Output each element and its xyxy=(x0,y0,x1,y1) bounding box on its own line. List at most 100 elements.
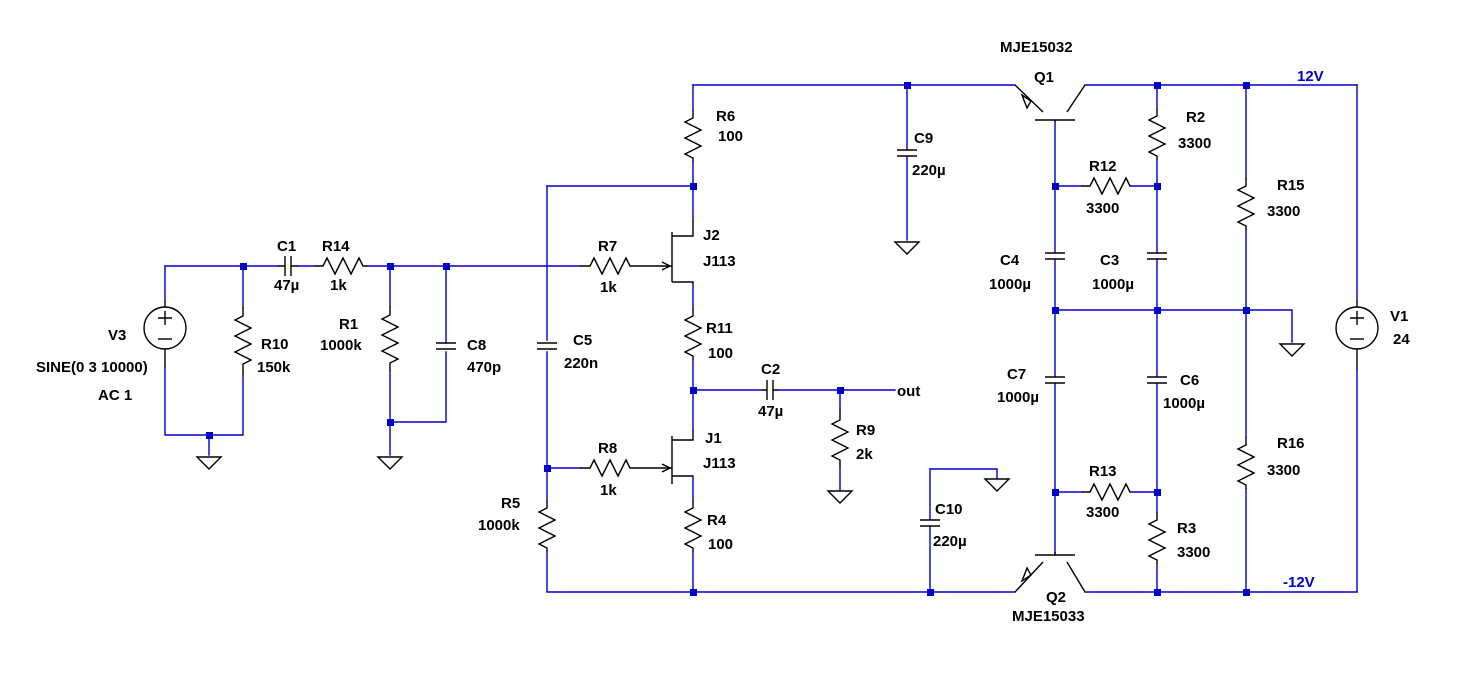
resistor-r2[interactable] xyxy=(1147,108,1167,160)
junction-dot xyxy=(206,432,213,439)
c10-value: 220µ xyxy=(933,533,967,550)
r16-value: 3300 xyxy=(1267,462,1300,479)
resistor-r12[interactable] xyxy=(1082,176,1131,196)
ground-symbol xyxy=(893,241,921,255)
junction-dot xyxy=(240,263,247,270)
r1-ref: R1 xyxy=(339,316,358,333)
r14-ref: R14 xyxy=(322,238,350,255)
r15-ref: R15 xyxy=(1277,177,1305,194)
transistor-q1[interactable] xyxy=(1014,84,1086,122)
r7-ref: R7 xyxy=(598,238,617,255)
c2-value: 47µ xyxy=(758,403,783,420)
wire xyxy=(929,468,998,479)
r9-ref: R9 xyxy=(856,422,875,439)
resistor-r3[interactable] xyxy=(1147,512,1167,564)
capacitor-c4[interactable] xyxy=(1045,252,1065,260)
r5-ref: R5 xyxy=(501,495,520,512)
resistor-r15[interactable] xyxy=(1236,178,1256,230)
junction-dot xyxy=(1154,183,1161,190)
capacitor-c8[interactable] xyxy=(436,342,456,350)
junctions xyxy=(206,82,1250,596)
r10-value: 150k xyxy=(257,359,291,376)
j2-value: J113 xyxy=(703,253,736,270)
r6-ref: R6 xyxy=(716,108,735,125)
resistor-r1[interactable] xyxy=(380,306,400,372)
jfet-j1[interactable] xyxy=(640,430,694,484)
c10-ref: C10 xyxy=(935,501,963,518)
v1-ref: V1 xyxy=(1390,308,1408,325)
r9-value: 2k xyxy=(856,446,873,463)
capacitor-c5[interactable] xyxy=(537,342,557,350)
capacitor-c3[interactable] xyxy=(1147,252,1167,260)
resistor-r4[interactable] xyxy=(683,500,703,552)
c5-value: 220n xyxy=(564,355,598,372)
capacitor-c7[interactable] xyxy=(1045,376,1065,384)
v1-value: 24 xyxy=(1393,331,1410,348)
r10-ref: R10 xyxy=(261,336,289,353)
q1-value: MJE15032 xyxy=(1000,39,1073,56)
r4-ref: R4 xyxy=(707,512,727,529)
junction-dot xyxy=(1243,82,1250,89)
c5-ref: C5 xyxy=(573,332,592,349)
jfet-j2[interactable] xyxy=(640,220,694,284)
capacitor-c9[interactable] xyxy=(897,149,917,157)
resistor-r5[interactable] xyxy=(537,500,557,552)
resistor-r10[interactable] xyxy=(233,307,253,374)
resistor-r7[interactable] xyxy=(580,256,640,276)
c7-value: 1000µ xyxy=(997,389,1039,406)
junction-dot xyxy=(1154,82,1161,89)
r1-value: 1000k xyxy=(320,337,362,354)
c4-ref: C4 xyxy=(1000,252,1020,269)
c2-ref: C2 xyxy=(761,361,780,378)
c1-value: 47µ xyxy=(274,277,299,294)
resistor-r9[interactable] xyxy=(830,408,850,468)
v3-ref: V3 xyxy=(108,327,126,344)
junction-dot xyxy=(1052,183,1059,190)
voltage-source-v3[interactable] xyxy=(143,300,187,368)
junction-dot xyxy=(1243,307,1250,314)
wires xyxy=(164,84,1358,593)
transistor-q2[interactable] xyxy=(1014,552,1086,593)
ground-symbol xyxy=(1278,343,1306,357)
junction-dot xyxy=(690,183,697,190)
resistor-r14[interactable] xyxy=(315,256,367,276)
junction-dot xyxy=(690,387,697,394)
r15-value: 3300 xyxy=(1267,203,1300,220)
net-label-out: out xyxy=(897,383,920,400)
r13-value: 3300 xyxy=(1086,504,1119,521)
ground-symbol xyxy=(376,456,404,470)
junction-dot xyxy=(1154,489,1161,496)
resistor-r6[interactable] xyxy=(683,110,703,162)
c3-value: 1000µ xyxy=(1092,276,1134,293)
resistor-r13[interactable] xyxy=(1082,482,1131,502)
junction-dot xyxy=(544,465,551,472)
r8-ref: R8 xyxy=(598,440,617,457)
c1-ref: C1 xyxy=(277,238,296,255)
voltage-source-v1[interactable] xyxy=(1335,300,1379,370)
capacitor-c10[interactable] xyxy=(920,519,940,527)
wire xyxy=(546,551,1016,593)
resistor-r8[interactable] xyxy=(580,458,640,478)
r3-ref: R3 xyxy=(1177,520,1196,537)
junction-dot xyxy=(1154,589,1161,596)
net-label-neg12v: -12V xyxy=(1283,574,1315,591)
r12-value: 3300 xyxy=(1086,200,1119,217)
capacitor-c2[interactable] xyxy=(762,380,778,400)
c8-value: 470p xyxy=(467,359,501,376)
resistor-r11[interactable] xyxy=(683,308,703,360)
q2-value: MJE15033 xyxy=(1012,608,1085,625)
r4-value: 100 xyxy=(708,536,733,553)
j1-ref: J1 xyxy=(705,430,722,447)
r11-value: 100 xyxy=(708,345,733,362)
capacitor-c1[interactable] xyxy=(278,256,298,276)
junction-dot xyxy=(387,263,394,270)
q1-ref: Q1 xyxy=(1034,69,1054,86)
capacitor-c6[interactable] xyxy=(1147,376,1167,384)
ground-symbol xyxy=(826,490,854,504)
r11-ref: R11 xyxy=(706,320,733,337)
r8-value: 1k xyxy=(600,482,617,499)
wire xyxy=(164,367,244,436)
resistor-r16[interactable] xyxy=(1236,437,1256,489)
c9-value: 220µ xyxy=(912,162,946,179)
r12-ref: R12 xyxy=(1089,158,1117,175)
